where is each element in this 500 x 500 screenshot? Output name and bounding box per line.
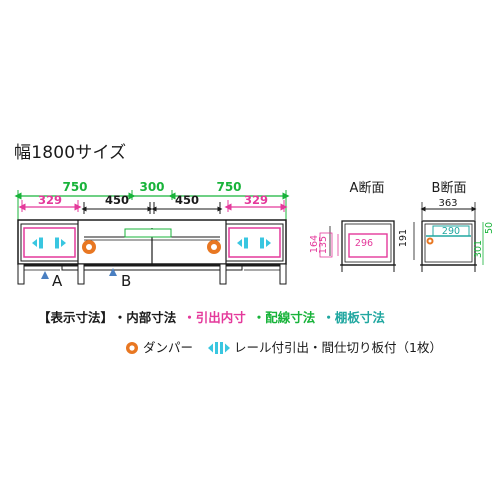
rail-drawer-label: レール付引出・間仕切り板付（1枚） — [234, 340, 442, 355]
section-b-height-301: 301 — [473, 240, 484, 258]
dim-450-right: 450 — [175, 193, 199, 207]
rail-drawer-symbol-left — [32, 237, 66, 249]
svg-text:B: B — [121, 272, 131, 290]
dim-300-center: 300 — [139, 180, 164, 194]
section-b-label: B断面 — [432, 181, 467, 196]
symbol-legend: ダンパー レール付引出・間仕切り板付（1枚） — [124, 340, 442, 356]
front-dims-inner: 329 450 450 329 — [18, 193, 288, 214]
section-b-height-191: 191 — [398, 229, 409, 247]
section-a-width: 296 — [355, 238, 373, 249]
section-a-height-164: 164 — [309, 235, 320, 253]
rail-drawer-symbol-right — [237, 237, 271, 249]
section-a-height-135: 135 — [318, 236, 329, 254]
section-b: B断面 363 290 191 301 50 — [398, 181, 495, 272]
legend-label-drawer: ・引出内寸 — [183, 310, 246, 325]
damper-icon-right — [207, 240, 221, 254]
section-b-height-50: 50 — [484, 222, 495, 234]
dim-750-left: 750 — [62, 180, 87, 194]
dim-750-right: 750 — [216, 180, 241, 194]
section-a-label: A断面 — [350, 181, 385, 196]
legend: 【表示寸法】・内部寸法・引出内寸・配線寸法・棚板寸法 — [38, 310, 392, 326]
dim-329-right: 329 — [244, 193, 268, 207]
section-b-top-width: 363 — [438, 198, 457, 209]
damper-icon — [126, 342, 138, 354]
damper-label: ダンパー — [143, 340, 194, 355]
legend-label-shelf: ・棚板寸法 — [322, 310, 385, 325]
section-marker-b: B — [109, 268, 131, 290]
rail-drawer-icon — [208, 342, 231, 354]
damper-icon-left — [82, 240, 96, 254]
legend-label-wiring: ・配線寸法 — [252, 310, 316, 325]
page-title: 幅1800サイズ — [14, 143, 127, 163]
section-a: A断面 296 164 135 — [309, 181, 396, 272]
legend-label-internal: ・内部寸法 — [113, 310, 177, 325]
dim-329-left: 329 — [38, 193, 62, 207]
section-marker-a: A — [41, 271, 63, 290]
legend-label-display-dims: 【表示寸法】 — [38, 310, 107, 325]
front-dims-top: 750 300 750 — [14, 180, 290, 220]
svg-text:A: A — [52, 272, 63, 290]
dim-450-left: 450 — [105, 193, 129, 207]
section-b-shelf-width: 290 — [442, 226, 460, 237]
